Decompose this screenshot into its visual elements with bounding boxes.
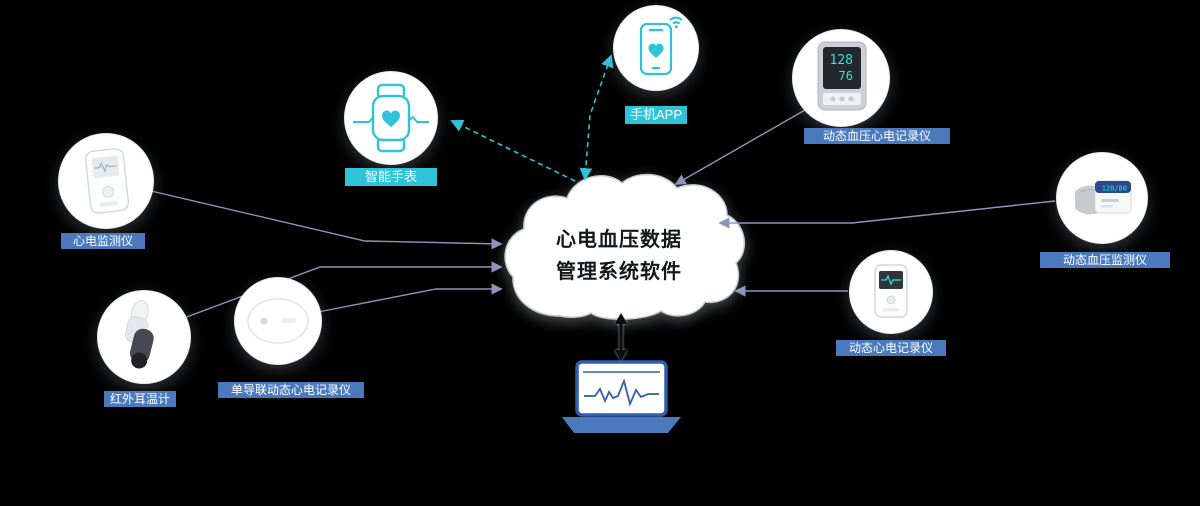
device-ecg-patch: [234, 277, 322, 365]
holter-icon: [874, 264, 908, 318]
cloud-title-line1: 心电血压数据: [556, 229, 682, 251]
svg-text:120/80: 120/80: [1102, 185, 1127, 193]
bp-monitor-icon: 120/80: [1075, 180, 1132, 215]
ear-thermometer-icon: [124, 299, 154, 369]
connector-bp-monitor: [718, 200, 1056, 229]
smartwatch-icon: [353, 83, 429, 153]
connector-ear-thermometer: [183, 261, 503, 319]
label-mobile-app: 手机APP: [625, 106, 687, 124]
device-handheld-ecg: [58, 133, 154, 229]
device-holter: [849, 250, 933, 334]
abpm-icon: 128 76: [817, 41, 867, 111]
device-mobile-app: [613, 5, 699, 91]
device-ear-thermometer: [97, 290, 191, 384]
wireless-connectors: [450, 54, 614, 182]
cloud-title: 心电血压数据 管理系统软件: [556, 224, 746, 288]
laptop-icon: [562, 360, 681, 433]
connector-abpm: [674, 109, 806, 185]
device-bp-monitor: 120/80: [1056, 152, 1148, 244]
cloud-shape: [504, 173, 746, 320]
connector-phone-cloud: [579, 54, 614, 181]
label-handheld-ecg: 心电监测仪: [61, 233, 145, 249]
label-abpm: 动态血压心电记录仪: [804, 128, 950, 144]
device-abpm: 128 76: [792, 29, 890, 127]
handheld-ecg-icon: [84, 148, 130, 214]
connector-ecg-patch: [317, 283, 503, 313]
cloud-title-line2: 管理系统软件: [556, 261, 682, 283]
connector-handheld-ecg: [150, 190, 503, 250]
device-smartwatch: [344, 71, 438, 165]
label-holter: 动态心电记录仪: [836, 340, 946, 356]
label-ear-thermometer: 红外耳温计: [104, 391, 176, 407]
mobile-app-icon: [639, 16, 683, 76]
connector-cloud-to-watch: [450, 120, 576, 182]
label-ecg-patch: 单导联动态心电记录仪: [218, 382, 364, 398]
svg-text:76: 76: [839, 69, 853, 83]
label-bp-monitor: 动态血压监测仪: [1040, 252, 1170, 268]
cloud-laptop-arrow: [614, 313, 628, 361]
svg-text:128: 128: [830, 53, 853, 68]
label-smartwatch: 智能手表: [345, 168, 437, 186]
ecg-patch-icon: [247, 298, 309, 344]
device-connectors: [150, 109, 1056, 319]
